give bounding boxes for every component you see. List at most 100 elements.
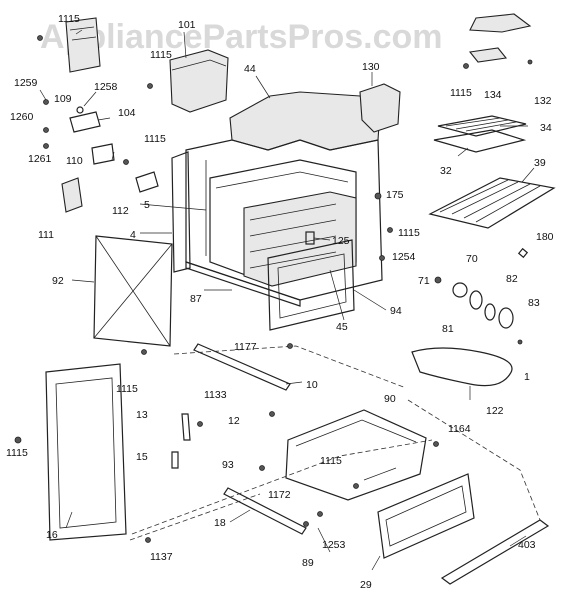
callout-112: 112 bbox=[112, 205, 129, 217]
knob-post-71 bbox=[434, 276, 442, 284]
oven-door-94 bbox=[267, 239, 355, 331]
callout-175: 175 bbox=[386, 189, 404, 201]
callout-1253: 1253 bbox=[322, 539, 346, 551]
oven-cavity-45 bbox=[243, 191, 357, 287]
callout-403: 403 bbox=[518, 539, 536, 551]
callout-94: 94 bbox=[390, 305, 402, 317]
callout-34: 34 bbox=[540, 122, 552, 134]
callout-1261: 1261 bbox=[28, 153, 52, 165]
screw-1259 bbox=[43, 99, 49, 105]
callout-1115: 1115 bbox=[450, 87, 472, 99]
callout-1254: 1254 bbox=[392, 251, 416, 263]
callout-109: 109 bbox=[54, 93, 72, 105]
trim-strip-403 bbox=[440, 519, 550, 585]
callout-1164: 1164 bbox=[448, 423, 471, 435]
callout-125: 125 bbox=[332, 235, 350, 247]
callout-32: 32 bbox=[440, 165, 452, 177]
callout-44: 44 bbox=[244, 63, 256, 75]
callout-92: 92 bbox=[52, 275, 64, 287]
screw-1261 bbox=[43, 143, 49, 149]
callout-83: 83 bbox=[528, 297, 540, 309]
callout-15: 15 bbox=[136, 451, 148, 463]
callout-1: 1 bbox=[524, 371, 530, 383]
bracket-111 bbox=[61, 177, 83, 213]
drawer-slide-18 bbox=[223, 487, 307, 535]
knob-ring-81 bbox=[484, 303, 496, 321]
callout-111: 111 bbox=[38, 229, 54, 241]
callout-5: 5 bbox=[144, 199, 150, 211]
callout-180: 180 bbox=[536, 231, 554, 243]
oven-frame-4 bbox=[171, 151, 191, 273]
callout-1115: 1115 bbox=[398, 227, 420, 239]
callout-1115: 1115 bbox=[6, 447, 28, 459]
callout-81: 81 bbox=[442, 323, 454, 335]
callout-labels: 1115 101 1115 44 130 1115 134 132 1259 1… bbox=[6, 13, 554, 591]
screw-1260 bbox=[43, 127, 49, 133]
callout-10: 10 bbox=[306, 379, 318, 391]
callout-122: 122 bbox=[486, 405, 504, 417]
callout-87: 87 bbox=[190, 293, 202, 305]
clip-1258 bbox=[76, 106, 84, 114]
callout-1115: 1115 bbox=[116, 383, 138, 395]
callout-82: 82 bbox=[506, 273, 518, 285]
callout-1115: 1115 bbox=[150, 49, 172, 61]
callout-1177: 1177 bbox=[234, 341, 257, 353]
vent-cover-134 bbox=[468, 13, 532, 63]
heating-element-122 bbox=[411, 347, 513, 387]
callout-1259: 1259 bbox=[14, 77, 38, 89]
vent-duct-101 bbox=[169, 49, 229, 113]
storage-drawer-90 bbox=[285, 409, 427, 501]
knob-ring-82 bbox=[469, 290, 483, 310]
callout-18: 18 bbox=[214, 517, 226, 529]
rear-panel-130 bbox=[359, 83, 401, 133]
callout-71: 71 bbox=[418, 275, 430, 287]
callout-29: 29 bbox=[360, 579, 372, 591]
callout-130: 130 bbox=[362, 61, 380, 73]
broiler-grid-34 bbox=[437, 115, 527, 137]
oven-rack-39 bbox=[428, 177, 556, 229]
callout-134: 134 bbox=[484, 89, 502, 101]
callout-1260: 1260 bbox=[10, 111, 34, 123]
callout-104: 104 bbox=[118, 107, 136, 119]
callout-110: 110 bbox=[66, 155, 83, 167]
callout-39: 39 bbox=[534, 157, 546, 169]
callout-101: 101 bbox=[178, 19, 196, 31]
callout-12: 12 bbox=[228, 415, 240, 427]
side-panel-bracket-115 bbox=[65, 17, 101, 73]
callout-1133: 1133 bbox=[204, 389, 227, 401]
side-panel-92 bbox=[93, 235, 173, 347]
assembly-lines bbox=[129, 345, 541, 541]
hinge-13 bbox=[181, 413, 191, 441]
bottom-trim-87 bbox=[185, 261, 301, 307]
bracket-110 bbox=[91, 143, 115, 165]
oven-body-44 bbox=[185, 91, 383, 301]
control-knob-70 bbox=[452, 282, 468, 298]
callout-93: 93 bbox=[222, 459, 234, 471]
bezel-83 bbox=[498, 307, 514, 329]
callout-1258: 1258 bbox=[94, 81, 118, 93]
watermark: AppliancePartsPros.com bbox=[40, 18, 442, 56]
callout-89: 89 bbox=[302, 557, 314, 569]
door-frame-16 bbox=[45, 363, 127, 541]
bracket-112 bbox=[135, 171, 159, 193]
broiler-pan-32 bbox=[433, 129, 527, 153]
callout-45: 45 bbox=[336, 321, 348, 333]
hinge-bar-10 bbox=[193, 343, 291, 391]
callout-1115: 1115 bbox=[144, 133, 166, 145]
callout-132: 132 bbox=[534, 95, 552, 107]
callout-16: 16 bbox=[46, 529, 58, 541]
callout-1137: 1137 bbox=[150, 551, 173, 563]
callout-1115: 1115 bbox=[320, 455, 342, 467]
callout-1115: 1115 bbox=[58, 13, 80, 25]
bracket-104 bbox=[69, 111, 101, 133]
leader-lines bbox=[39, 29, 535, 571]
callout-1172: 1172 bbox=[268, 489, 291, 501]
screws bbox=[14, 35, 533, 543]
drawer-front-29 bbox=[377, 473, 475, 559]
callout-70: 70 bbox=[466, 253, 478, 265]
callout-13: 13 bbox=[136, 409, 148, 421]
callout-4: 4 bbox=[130, 229, 136, 241]
callout-90: 90 bbox=[384, 393, 396, 405]
